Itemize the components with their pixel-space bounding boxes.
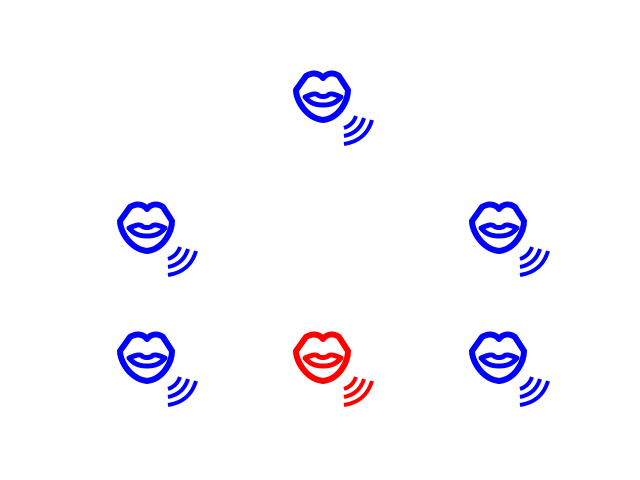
sound-wave-outer (167, 250, 198, 277)
sound-wave-inner (519, 246, 534, 261)
sound-wave-outer (343, 380, 374, 407)
mouth-opening (126, 222, 168, 239)
lips-outline (469, 331, 527, 384)
sound-wave-outer (167, 380, 198, 407)
speaking-lips-svg (117, 331, 198, 407)
mouth-opening (478, 352, 520, 369)
sound-wave-inner (343, 115, 358, 130)
sound-wave-outer (343, 119, 374, 146)
sound-wave-middle (167, 248, 190, 269)
speaking-lips-svg (469, 331, 550, 407)
speaking-lips-icon[interactable] (106, 327, 198, 413)
sound-wave-inner (343, 376, 358, 391)
lips-outline (469, 201, 527, 254)
speaking-lips-icon[interactable] (282, 66, 374, 152)
speaking-lips-icon[interactable] (458, 327, 550, 413)
speaking-lips-svg (293, 331, 374, 407)
speaking-lips-icon[interactable] (282, 327, 374, 413)
sound-wave-middle (519, 378, 542, 399)
speaking-lips-icon[interactable] (458, 197, 550, 283)
speaking-lips-svg (117, 201, 198, 277)
sound-wave-outer (519, 380, 550, 407)
speaking-lips-icon[interactable] (106, 197, 198, 283)
sound-wave-inner (519, 376, 534, 391)
speaking-lips-svg (293, 70, 374, 146)
sound-wave-inner (167, 376, 182, 391)
mouth-opening (126, 352, 168, 369)
speaking-lips-svg (469, 201, 550, 277)
lips-outline (117, 331, 175, 384)
mouth-opening (302, 352, 344, 369)
mouth-opening (478, 222, 520, 239)
sound-wave-outer (519, 250, 550, 277)
sound-wave-inner (167, 246, 182, 261)
mouth-opening (302, 91, 344, 108)
sound-wave-middle (343, 378, 366, 399)
sound-wave-middle (343, 117, 366, 138)
sound-wave-middle (519, 248, 542, 269)
lips-outline (293, 331, 351, 384)
lips-outline (117, 201, 175, 254)
lips-outline (293, 70, 351, 123)
sound-wave-middle (167, 378, 190, 399)
